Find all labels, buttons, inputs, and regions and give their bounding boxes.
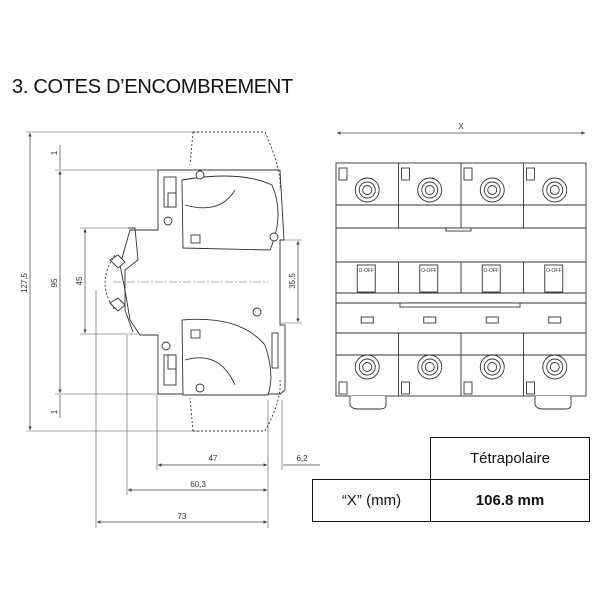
- dim-label-body-height: 95: [50, 278, 59, 287]
- clip-tab: [401, 381, 410, 395]
- clip-tab: [338, 167, 348, 181]
- table-row-value: 106.8 mm: [430, 479, 590, 522]
- dim-label-front-protrusion: 6,2: [296, 454, 308, 463]
- dim-label-depth-body: 47: [209, 454, 218, 463]
- table-row-label: “X” (mm): [312, 479, 431, 522]
- terminal-screw-hole: [549, 185, 560, 195]
- handle: [481, 264, 501, 293]
- handle: [356, 264, 376, 293]
- dim-label-top-offset: 1: [50, 150, 59, 155]
- handle: [419, 264, 439, 293]
- dim-label-depth-rail: 60,3: [190, 480, 206, 489]
- clip-tab: [401, 167, 410, 181]
- terminal-screw-hole: [362, 185, 373, 195]
- dim-label-bottom-offset: 1: [50, 409, 59, 414]
- section-title: 3. COTES D’ENCOMBREMENT: [12, 76, 293, 98]
- clip-tab: [526, 167, 535, 181]
- terminal-screw-hole: [549, 362, 560, 372]
- clip-tab: [338, 381, 348, 395]
- dim-label-rail-height: 45: [75, 276, 84, 285]
- terminal-screw-hole: [487, 185, 498, 195]
- indicator-window: [423, 316, 437, 324]
- terminal-screw-hole: [424, 185, 435, 195]
- dim-label-depth-total: 73: [178, 512, 187, 521]
- indicator-window: [548, 316, 562, 324]
- clip-tab: [526, 381, 535, 395]
- terminal-screw-hole: [487, 362, 498, 372]
- handle-label: O-OFF: [358, 268, 374, 274]
- terminal-screw-hole: [362, 362, 373, 372]
- dim-label-total-height: 127,5: [20, 272, 29, 293]
- handle-label: O-OFF: [421, 268, 437, 274]
- dim-label-width-x: X: [458, 122, 464, 131]
- table-header-tetrapolaire: Tétrapolaire: [430, 437, 590, 480]
- table-header-row: Tétrapolaire: [313, 437, 590, 480]
- handle: [544, 264, 564, 293]
- indicator-window: [485, 316, 499, 324]
- terminal-screw-hole: [424, 362, 435, 372]
- indicator-window: [360, 316, 374, 324]
- table-row: “X” (mm) 106.8 mm: [312, 479, 590, 522]
- dim-label-front-height: 35,5: [288, 273, 297, 289]
- handle-label: O-OFF: [483, 268, 499, 274]
- clip-tab: [463, 381, 473, 395]
- side-view: [104, 131, 286, 432]
- table-empty-cell: [313, 438, 431, 480]
- handle-label: O-OFF: [546, 268, 562, 274]
- dimension-table: Tétrapolaire “X” (mm) 106.8 mm: [312, 437, 590, 522]
- front-view: O-OFF O-OFF O-OFF O-OFF: [335, 162, 587, 410]
- clip-tab: [463, 167, 473, 181]
